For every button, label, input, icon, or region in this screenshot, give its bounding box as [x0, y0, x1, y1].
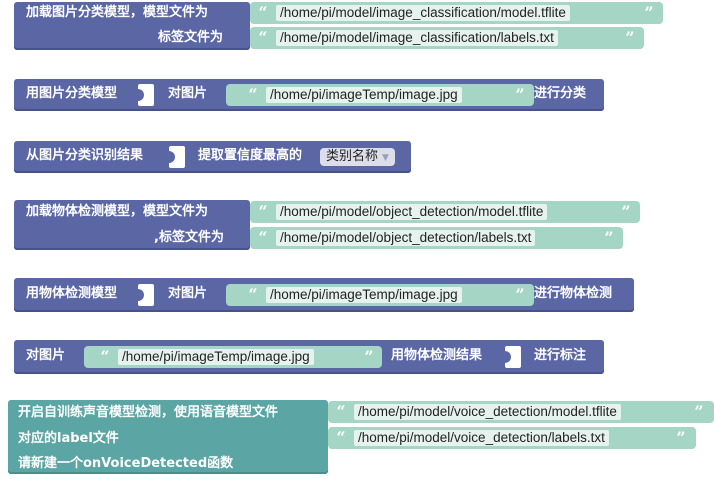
quote-close-icon: ”: [515, 85, 525, 104]
result-prefix-label: 从图片分类识别结果: [26, 148, 144, 163]
load-image-model-label: 加载图片分类模型，模型文件为: [26, 5, 209, 20]
detect-objects-block[interactable]: 用物体检测模型 对图片 “ /home/pi/imageTemp/image.j…: [14, 278, 634, 312]
load-object-model-block[interactable]: 加载物体检测模型，模型文件为 ,标签文件为: [14, 200, 250, 250]
object-model-path-string[interactable]: “ /home/pi/model/object_detection/model.…: [250, 201, 640, 223]
detect-image-path-string[interactable]: “ /home/pi/imageTemp/image.jpg ”: [226, 284, 534, 306]
object-model-path-field[interactable]: /home/pi/model/object_detection/model.tf…: [276, 204, 548, 220]
quote-close-icon: ”: [515, 285, 525, 304]
quote-close-icon: ”: [604, 228, 614, 247]
detect-prefix-label: 用物体检测模型: [26, 286, 118, 301]
quote-close-icon: ”: [644, 3, 654, 22]
result-middle-label: 提取置信度最高的: [198, 148, 303, 163]
result-input-slot[interactable]: [169, 146, 185, 168]
detect-suffix-label: 进行物体检测: [534, 286, 613, 301]
annotate-prefix-label: 对图片: [26, 348, 66, 363]
classify-suffix-label: 进行分类: [534, 86, 587, 101]
detector-input-slot[interactable]: [138, 284, 154, 306]
quote-open-icon: “: [100, 347, 110, 366]
quote-open-icon: “: [258, 3, 268, 22]
model-input-slot[interactable]: [138, 84, 154, 106]
image-labels-path-field[interactable]: /home/pi/model/image_classification/labe…: [276, 30, 558, 46]
chevron-down-icon: ▼: [382, 153, 389, 163]
classification-result-block[interactable]: 从图片分类识别结果 提取置信度最高的 类别名称▼: [14, 141, 411, 173]
voice-model-path-string[interactable]: “ /home/pi/model/voice_detection/model.t…: [328, 401, 714, 423]
quote-open-icon: “: [336, 402, 346, 421]
detect-middle-label: 对图片: [168, 286, 208, 301]
voice-labels-path-string[interactable]: “ /home/pi/model/voice_detection/labels.…: [328, 427, 696, 449]
voice-labels-path-field[interactable]: /home/pi/model/voice_detection/labels.tx…: [354, 430, 609, 446]
image-model-path-string[interactable]: “ /home/pi/model/image_classification/mo…: [250, 2, 663, 24]
object-labels-path-string[interactable]: “ /home/pi/model/object_detection/labels…: [250, 227, 623, 249]
annotate-image-path-string[interactable]: “ /home/pi/imageTemp/image.jpg ”: [84, 346, 382, 368]
voice-detection-block[interactable]: 开启自训练声音模型检测，使用语音模型文件 对应的label文件 请新建一个onV…: [8, 400, 328, 474]
classify-image-path-string[interactable]: “ /home/pi/imageTemp/image.jpg ”: [226, 84, 534, 106]
image-labels-label: 标签文件为: [158, 30, 224, 45]
detect-image-path-field[interactable]: /home/pi/imageTemp/image.jpg: [266, 287, 462, 303]
annotate-image-path-field[interactable]: /home/pi/imageTemp/image.jpg: [118, 349, 314, 365]
voice-model-path-field[interactable]: /home/pi/model/voice_detection/model.tfl…: [354, 404, 621, 420]
dropdown-value: 类别名称: [326, 149, 379, 164]
result-field-dropdown[interactable]: 类别名称▼: [320, 148, 395, 166]
object-labels-label: ,标签文件为: [154, 230, 224, 245]
classify-middle-label: 对图片: [168, 86, 208, 101]
quote-open-icon: “: [248, 285, 258, 304]
classify-image-block[interactable]: 用图片分类模型 对图片 “ /home/pi/imageTemp/image.j…: [14, 79, 604, 111]
quote-open-icon: “: [258, 228, 268, 247]
quote-close-icon: ”: [364, 347, 374, 366]
voice-callback-label: 请新建一个onVoiceDetected函数: [18, 456, 234, 471]
quote-close-icon: ”: [625, 28, 635, 47]
classify-image-path-field[interactable]: /home/pi/imageTemp/image.jpg: [266, 87, 462, 103]
image-labels-path-string[interactable]: “ /home/pi/model/image_classification/la…: [250, 27, 644, 49]
quote-open-icon: “: [248, 85, 258, 104]
annotate-image-block[interactable]: 对图片 “ /home/pi/imageTemp/image.jpg ” 用物体…: [14, 340, 604, 374]
detection-result-input-slot[interactable]: [505, 346, 521, 368]
quote-close-icon: ”: [676, 428, 686, 447]
classify-prefix-label: 用图片分类模型: [26, 86, 118, 101]
quote-open-icon: “: [258, 202, 268, 221]
annotate-suffix-label: 进行标注: [534, 348, 587, 363]
quote-close-icon: ”: [621, 202, 631, 221]
voice-labels-label: 对应的label文件: [18, 431, 119, 446]
annotate-middle-label: 用物体检测结果: [391, 348, 483, 363]
quote-close-icon: ”: [694, 402, 704, 421]
quote-open-icon: “: [336, 428, 346, 447]
image-model-path-field[interactable]: /home/pi/model/image_classification/mode…: [276, 5, 570, 21]
quote-open-icon: “: [258, 28, 268, 47]
load-image-model-block[interactable]: 加载图片分类模型，模型文件为 标签文件为: [14, 2, 250, 50]
load-object-model-label: 加载物体检测模型，模型文件为: [26, 204, 209, 219]
object-labels-path-field[interactable]: /home/pi/model/object_detection/labels.t…: [276, 230, 536, 246]
voice-model-label: 开启自训练声音模型检测，使用语音模型文件: [18, 405, 279, 420]
